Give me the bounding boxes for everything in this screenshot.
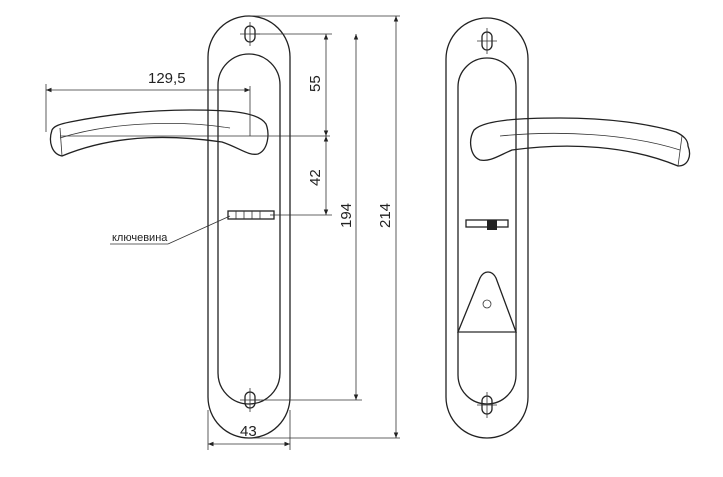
right-bottom-screw-hole [477, 392, 497, 418]
keyhole-callout: ключевина [110, 215, 231, 245]
right-thumb-turn [457, 271, 517, 333]
left-backplate-inner [217, 53, 281, 405]
left-keyhole [227, 210, 275, 220]
dim-plate-width: 43 [207, 410, 291, 450]
right-backplate-outer [445, 17, 529, 439]
keyhole-callout-label: ключевина [112, 232, 168, 244]
dim-overall-height: 214 [377, 16, 399, 438]
right-view [445, 17, 691, 439]
dim-lever-length: 129,5 [45, 70, 251, 136]
dim-spindle-to-top-hole: 55 [307, 34, 329, 136]
left-view: 129,5 55 42 194 214 [45, 15, 400, 450]
left-lever-handle [49, 109, 269, 157]
dim-spindle-to-keyhole-label: 42 [307, 169, 324, 186]
dim-hole-center-distance-label: 194 [338, 203, 355, 228]
dim-spindle-to-top-hole-label: 55 [307, 75, 324, 92]
right-top-screw-hole [477, 28, 497, 54]
dim-spindle-to-keyhole: 42 [307, 136, 329, 215]
right-lever-handle [469, 117, 691, 167]
right-backplate-inner [457, 57, 517, 405]
dim-lever-length-label: 129,5 [148, 70, 186, 87]
dim-plate-width-label: 43 [240, 423, 257, 440]
dim-overall-height-label: 214 [377, 203, 394, 228]
left-backplate-outer [207, 15, 291, 439]
right-keyhole [465, 219, 509, 230]
dim-hole-center-distance: 194 [338, 34, 359, 400]
